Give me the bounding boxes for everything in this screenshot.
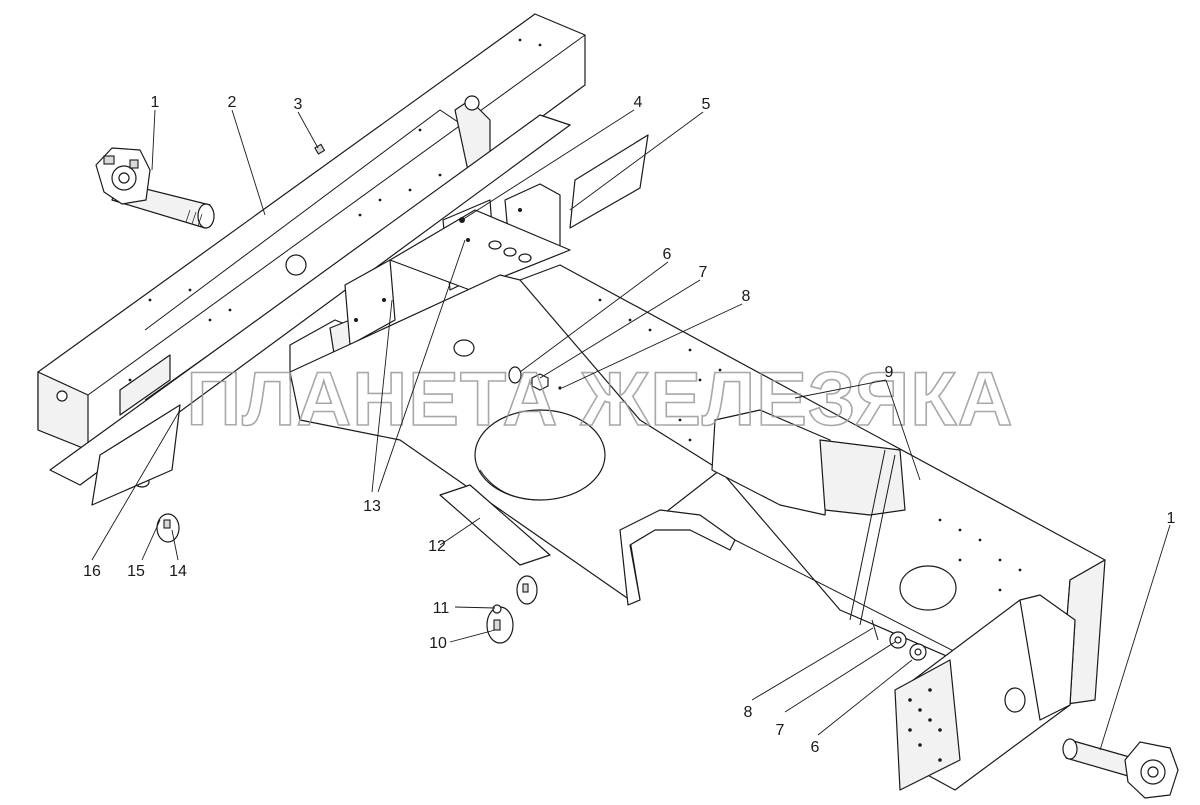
- callout-3: 3: [294, 96, 303, 113]
- callout-15: 15: [127, 563, 145, 580]
- callout-14: 14: [169, 563, 187, 580]
- bottom-plate: [439, 484, 551, 566]
- leader-lines: [91, 109, 1171, 751]
- callout-1-bottom: 1: [1167, 510, 1176, 527]
- callout-5: 5: [702, 96, 711, 113]
- callout-8-bottom: 8: [744, 704, 753, 721]
- left-side-member: [37, 13, 586, 486]
- callout-7-bottom: 7: [776, 722, 785, 739]
- callout-11: 11: [433, 600, 450, 617]
- callout-9: 9: [885, 364, 894, 381]
- tow-hitch-rear: [95, 147, 215, 229]
- callout-16: 16: [83, 563, 101, 580]
- callout-7-top: 7: [699, 264, 708, 281]
- callout-8-top: 8: [742, 288, 751, 305]
- rear-beam: [894, 594, 1076, 791]
- callout-12: 12: [428, 538, 446, 555]
- tow-hitch-front: [1062, 738, 1179, 799]
- callout-4: 4: [634, 94, 643, 111]
- callout-6-bottom: 6: [811, 739, 820, 756]
- fasteners: [134, 143, 927, 661]
- callout-13: 13: [363, 498, 381, 515]
- callout-2: 2: [228, 94, 237, 111]
- callout-labels: 1 2 3 4 5 6 7 8 9 13 16 15 14 12 11 10 8…: [83, 94, 1175, 756]
- callout-6-top: 6: [663, 246, 672, 263]
- callout-1-top: 1: [151, 94, 160, 111]
- end-plate: [91, 404, 181, 506]
- callout-10: 10: [429, 635, 447, 652]
